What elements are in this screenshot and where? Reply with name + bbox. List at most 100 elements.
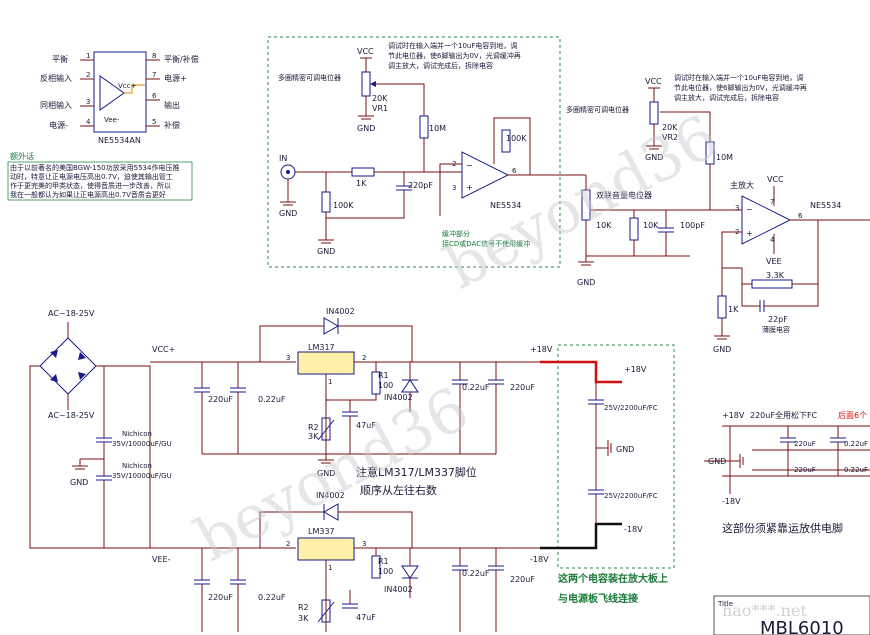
- vr2-pot: [649, 101, 659, 125]
- r1-neg-label: R1: [378, 557, 389, 566]
- lm337-pin3: 3: [362, 540, 366, 548]
- buffer-caption-1: 缓冲部分: [442, 229, 470, 238]
- watermark-top: beyond36: [434, 102, 729, 303]
- bypass-neg: -18V: [624, 525, 643, 534]
- pin-label-left-4: 电源-: [49, 120, 68, 130]
- c47u-neg-label: 47uF: [356, 613, 376, 622]
- vr2-value: 20K: [662, 123, 678, 132]
- bypass-gnd: GND: [616, 445, 634, 454]
- ac-bottom-label: AC~18-25V: [48, 411, 95, 420]
- buffer-section: VCC GND 多圈精密可调电位器 20K VR1 10M 调试时在输入端并一个…: [267, 36, 580, 268]
- lm337-label: LM337: [308, 527, 335, 536]
- r1k-input-label: 1K: [356, 179, 367, 188]
- pos-flywire: [540, 360, 622, 384]
- r1k-input: [351, 167, 375, 177]
- site-logo: hao***.net: [722, 601, 807, 620]
- main-vee: VEE: [766, 257, 782, 266]
- neg-flywire: [540, 522, 622, 550]
- lm317-pin1: 1: [328, 378, 332, 386]
- main-pin7: 7: [770, 198, 774, 206]
- r3k3: [751, 279, 793, 289]
- r1k-main-label: 1K: [728, 305, 739, 314]
- ic-vcc-label: Vcc+: [118, 82, 136, 90]
- buffer-instr-2: 节此电位器，使6脚输出为0V，光调缓冲再: [388, 51, 521, 60]
- r1-pos-label: R1: [378, 371, 389, 380]
- cap-brand-b: Nichicon: [122, 462, 152, 470]
- title-frame: [713, 595, 870, 635]
- buffer-vcc: VCC: [357, 47, 374, 56]
- lm337-pin1: 1: [328, 564, 332, 572]
- vr1-label: VR1: [372, 104, 388, 113]
- r10m-main-label: 10M: [716, 153, 733, 162]
- main-pot-label: 多圈精密可调电位器: [566, 105, 629, 114]
- pin-num-8: 8: [152, 52, 156, 60]
- neg-filter-caps: 220uF 0.22uF 0.22uF 220uF: [194, 548, 535, 632]
- r1-pos-value: 100: [378, 381, 393, 390]
- bypass-caption-1: 这两个电容装在放大板上: [558, 572, 668, 585]
- bypass-caption-2: 与电源板飞线连接: [558, 592, 638, 605]
- note-frame: [7, 161, 193, 201]
- pin-num-2: 2: [86, 71, 90, 79]
- title-value: MBL6010: [760, 618, 844, 635]
- lm317-label: LM317: [308, 343, 335, 352]
- title-label: Title: [717, 600, 733, 608]
- r10k-b-label: 10K: [643, 221, 659, 230]
- vr2-label: VR2: [662, 133, 678, 142]
- lm317-pin3: 3: [286, 354, 290, 362]
- c022u-pos-b: 0.22uF: [462, 383, 490, 392]
- plus-sign: +: [466, 183, 473, 192]
- in4002-b-label: IN4002: [384, 393, 413, 402]
- c022u-neg-a: 0.22uF: [258, 593, 286, 602]
- ac-top-label: AC~18-25V: [48, 309, 95, 318]
- ic-vee-label: Vee-: [104, 116, 120, 124]
- main-gnd-fb: GND: [713, 345, 731, 354]
- r1-neg-value: 100: [378, 567, 393, 576]
- pin-num-1: 1: [86, 52, 90, 60]
- main-pin4: 4: [770, 236, 775, 244]
- c220u-neg-a: 220uF: [208, 593, 233, 602]
- buffer-ic: NE5534: [490, 201, 521, 210]
- c47u-pos-label: 47uF: [356, 421, 376, 430]
- buffer-caption-2: 接CD或DAC信号不使用缓冲: [442, 239, 530, 248]
- note-line-4: 我在一般都认为如果让正电源高出0.7V音质会更好: [10, 190, 166, 199]
- lm317-regulator: [297, 351, 355, 375]
- psu-out-pos: +18V: [530, 345, 553, 354]
- psu-note-1: 注意LM317/LM337脚位: [356, 465, 477, 479]
- ic-pinout: 平衡 反相输入 同相输入 电源- 1 2 3 4 8 7 6 5 平衡/补偿 电…: [40, 51, 199, 145]
- lm337-regulator: [297, 537, 355, 561]
- main-pin6: 6: [798, 212, 803, 220]
- bridge-rectifier: [39, 337, 97, 395]
- in4002-d-label: IN4002: [384, 585, 413, 594]
- c220p-label: 220pF: [408, 181, 433, 190]
- right-c220u-b: 220uF: [794, 466, 816, 474]
- r2-pos-label: R2: [308, 423, 319, 432]
- main-ic: NE5534: [810, 201, 841, 210]
- main-pin3: 3: [735, 204, 739, 212]
- in4002-a-label: IN4002: [326, 307, 355, 316]
- vr1-pot: [361, 71, 371, 97]
- title-block: Title MBL6010: [713, 595, 870, 635]
- c220u-pos-a: 220uF: [208, 395, 233, 404]
- pin-num-5: 5: [152, 118, 156, 126]
- pin-num-3: 3: [86, 98, 90, 106]
- lm317-pin2: 2: [362, 354, 366, 362]
- bypass-cap-b: 25V/2200uF/FC: [604, 492, 658, 500]
- r100k-feedback-label: 100K: [506, 134, 527, 143]
- right-neg: -18V: [722, 497, 741, 506]
- right-c022u-a: 0.22uF: [844, 440, 868, 448]
- pin-num-4: 4: [86, 118, 91, 126]
- bypass-boundary: [557, 344, 675, 569]
- r10m-buffer-label: 10M: [429, 124, 446, 133]
- pin-num-7: 7: [152, 71, 156, 79]
- main-amp-section: VCC GND 多圈精密可调电位器 20K VR2 10M 调试时在输入端并一个…: [566, 73, 870, 354]
- cap-val-b: 35V/10000uF/GU: [112, 472, 172, 480]
- psu-section: AC~18-25V AC~18-25V GND Nichicon 35V/100…: [29, 307, 553, 632]
- buffer-gnd-r: GND: [317, 247, 335, 256]
- r10m-buffer: [419, 115, 429, 139]
- c220u-neg-b: 220uF: [510, 575, 535, 584]
- vol-gnd: GND: [577, 278, 595, 287]
- bypass-section: +18V -18V 25V/2200uF/FC 25V/2200uF/FC GN…: [540, 344, 675, 605]
- pin-num-6: 6: [152, 92, 157, 100]
- c220u-pos-b: 220uF: [510, 383, 535, 392]
- buffer-instr-3: 调主放大，调试完成后，拆除电容: [388, 61, 493, 70]
